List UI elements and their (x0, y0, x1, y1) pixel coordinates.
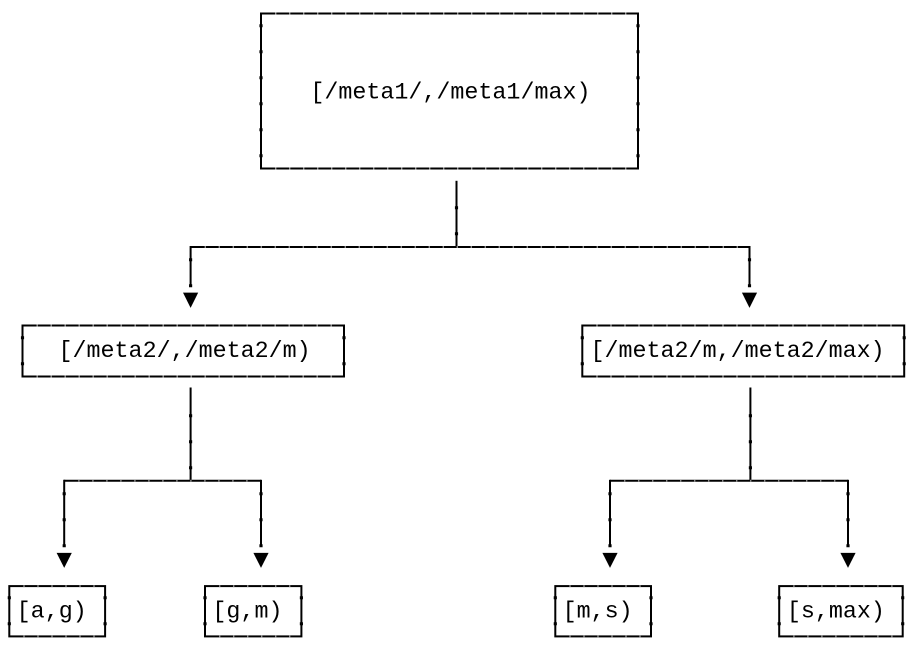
svg-text:[/meta2/m,/meta2/max): [/meta2/m,/meta2/max) (591, 339, 885, 365)
svg-text:[m,s): [m,s) (563, 599, 633, 625)
svg-text:[a,g): [a,g) (17, 599, 87, 625)
svg-text:[g,m): [g,m) (212, 599, 282, 625)
svg-text:[s,max): [s,max) (787, 599, 885, 625)
svg-text:[/meta2/,/meta2/m): [/meta2/,/meta2/m) (59, 339, 311, 365)
svg-text:[/meta1/,/meta1/max): [/meta1/,/meta1/max) (310, 81, 590, 107)
